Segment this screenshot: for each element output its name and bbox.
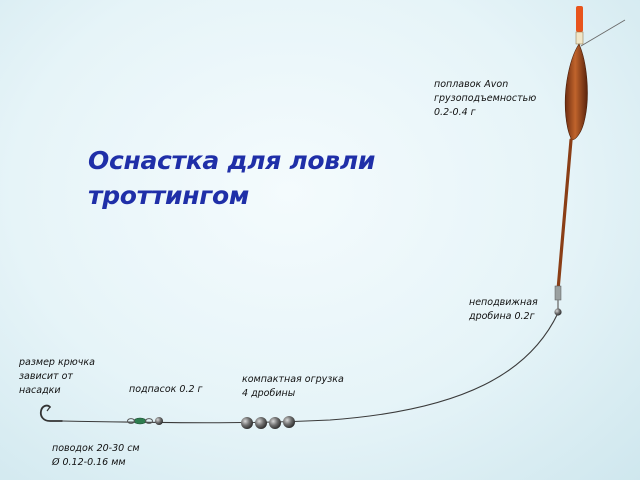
bulk-shot (269, 417, 281, 429)
float-label: поплавок Avon грузоподъемностью 0.2-0.4 … (434, 78, 536, 120)
float-label-line-1: поплавок Avon (434, 79, 509, 90)
float-label-line-2: грузоподъемностью (434, 93, 537, 104)
bulk-shot (255, 417, 267, 429)
float-antenna-band (575, 31, 584, 45)
dropper-shot (155, 417, 163, 425)
dropper-shot-label-line-1: подпасок 0.2 г (129, 384, 203, 395)
bulk-weight-label-line-2: 4 дробины (242, 388, 296, 399)
fixed-shot (554, 308, 562, 316)
bulk-shot (283, 416, 295, 428)
fixed-shot-label-line-1: неподвижная (469, 297, 538, 308)
leader-label: поводок 20-30 см Ø 0.12-0.16 мм (52, 442, 140, 470)
float-stem (556, 138, 573, 292)
float-body (564, 43, 588, 141)
leader-label-line-1: поводок 20-30 см (52, 443, 140, 454)
float-antenna (576, 6, 583, 32)
float-stem-rubber (554, 285, 562, 301)
hook-size-label: размер крючка зависит от насадки (19, 356, 95, 398)
bulk-weight (241, 416, 295, 429)
diagram-title: Оснастка для ловли троттингом (88, 143, 375, 213)
hook-size-label-line-2: зависит от (19, 371, 73, 382)
hook (39, 404, 63, 422)
bulk-shot (241, 417, 253, 429)
main-line (61, 312, 559, 424)
hook-point (46, 406, 51, 412)
swivel (127, 417, 153, 425)
avon-float (554, 6, 588, 309)
hook-size-label-line-1: размер крючка (19, 357, 95, 368)
title-line-1: Оснастка для ловли (88, 146, 376, 175)
fixed-shot-label: неподвижная дробина 0.2г (469, 296, 538, 324)
bulk-weight-label: компактная огрузка 4 дробины (242, 373, 344, 401)
title-line-2: троттингом (88, 181, 250, 210)
hook-size-label-line-3: насадки (19, 385, 61, 396)
leader-label-line-2: Ø 0.12-0.16 мм (52, 457, 126, 468)
line-above-float (580, 19, 626, 47)
bulk-weight-label-line-1: компактная огрузка (242, 374, 344, 385)
dropper-shot-label: подпасок 0.2 г (129, 383, 203, 397)
fixed-shot-label-line-2: дробина 0.2г (469, 311, 535, 322)
float-label-line-3: 0.2-0.4 г (434, 107, 476, 118)
